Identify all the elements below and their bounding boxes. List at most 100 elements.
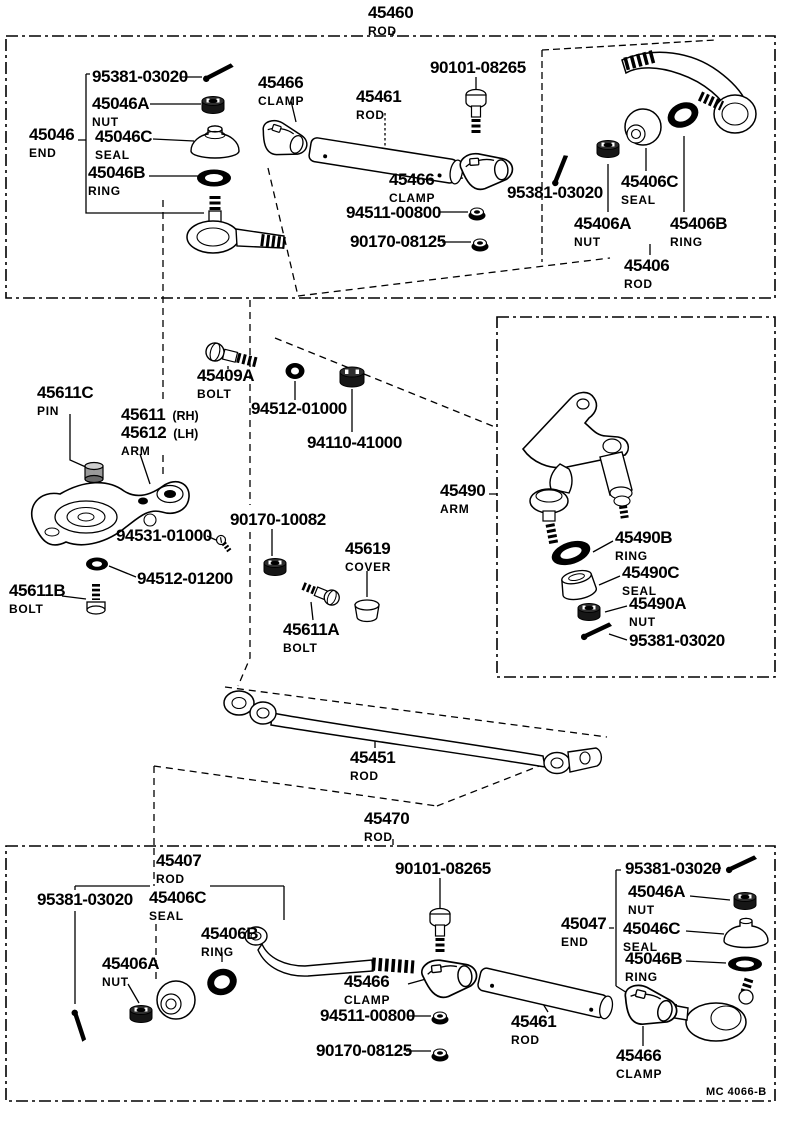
ring-icon (551, 540, 591, 566)
tie-rod-end-icon (186, 196, 286, 254)
label-washer: 94512-01000 (251, 399, 347, 418)
knuckle-arm-icon (31, 481, 190, 546)
ring-icon (728, 956, 762, 972)
bolt-icon (86, 584, 106, 615)
cotter-pin-icon (200, 62, 236, 83)
label-cotter-pin: 95381-03020 (92, 67, 188, 86)
washer-icon (285, 363, 305, 379)
cotter-pin-icon (579, 621, 614, 641)
drawing-number: MC 4066-B (706, 1086, 767, 1098)
label-washer: 94512-01200 (137, 569, 233, 588)
ball-bushing-icon (156, 980, 196, 1020)
clamp-nut-icon (471, 238, 489, 252)
label-bolt: 90101-08265 (430, 58, 526, 77)
center-link-icon (223, 690, 603, 775)
ball-bushing-icon (624, 108, 662, 146)
label-cotter-pin: 95381-03020 (507, 183, 603, 202)
pin-icon (84, 461, 104, 484)
dust-seal-icon (190, 125, 240, 159)
idler-arm-icon (521, 391, 633, 546)
dust-seal-icon (723, 917, 769, 949)
clamp-icon (618, 981, 682, 1033)
relay-rod-end-icon (621, 49, 757, 134)
cotter-pin-icon (724, 854, 759, 874)
label-arm-rh: 45611(RH) (121, 405, 199, 424)
label-cotter-pin: 95381-03020 (629, 631, 725, 650)
castle-nut-icon (733, 892, 757, 910)
bolt-icon (301, 582, 340, 606)
clamp-nut-icon (468, 207, 486, 221)
label-nut: 94511-00800 (346, 203, 441, 222)
clamp-icon (255, 116, 313, 164)
rod-tube-icon (477, 967, 614, 1020)
ring-icon (667, 102, 699, 128)
clamp-icon (458, 150, 515, 192)
clamp-nut-icon (431, 1011, 449, 1025)
castle-nut-icon (129, 1005, 153, 1023)
ring-icon (197, 169, 231, 187)
clamp-icon (419, 955, 480, 1001)
label-nut: 90170-08125 (316, 1041, 412, 1060)
castle-nut-icon (201, 96, 225, 114)
label-nut: 90170-10082 (230, 510, 326, 529)
clamp-bolt-icon (429, 907, 451, 952)
ring-icon (207, 968, 237, 996)
castle-nut-icon (596, 140, 620, 158)
label-arm-lh: 45612(LH)ARM (121, 423, 199, 458)
seal-icon (561, 569, 597, 601)
label-cotter-pin: 95381-03020 (37, 890, 133, 909)
dashed-connectors (153, 167, 611, 980)
label-screw: 94531-01000 (116, 526, 212, 545)
castle-nut-icon (263, 558, 287, 576)
relay-rod-arm-icon (244, 926, 415, 977)
label-cotter-pin: 95381-03020 (625, 859, 721, 878)
cover-cap-icon (354, 599, 380, 623)
washer-icon (86, 557, 108, 571)
leader-lines (61, 31, 731, 1052)
label-nut: 94511-00800 (320, 1006, 415, 1025)
castle-nut-icon (577, 603, 601, 621)
nut-icon (339, 366, 365, 388)
clamp-bolt-icon (465, 88, 487, 135)
label-bolt: 90101-08265 (395, 859, 491, 878)
inner-dashed-boundary (541, 39, 717, 262)
rod-tube-icon (308, 137, 464, 185)
assembly-boxes (5, 35, 776, 1102)
